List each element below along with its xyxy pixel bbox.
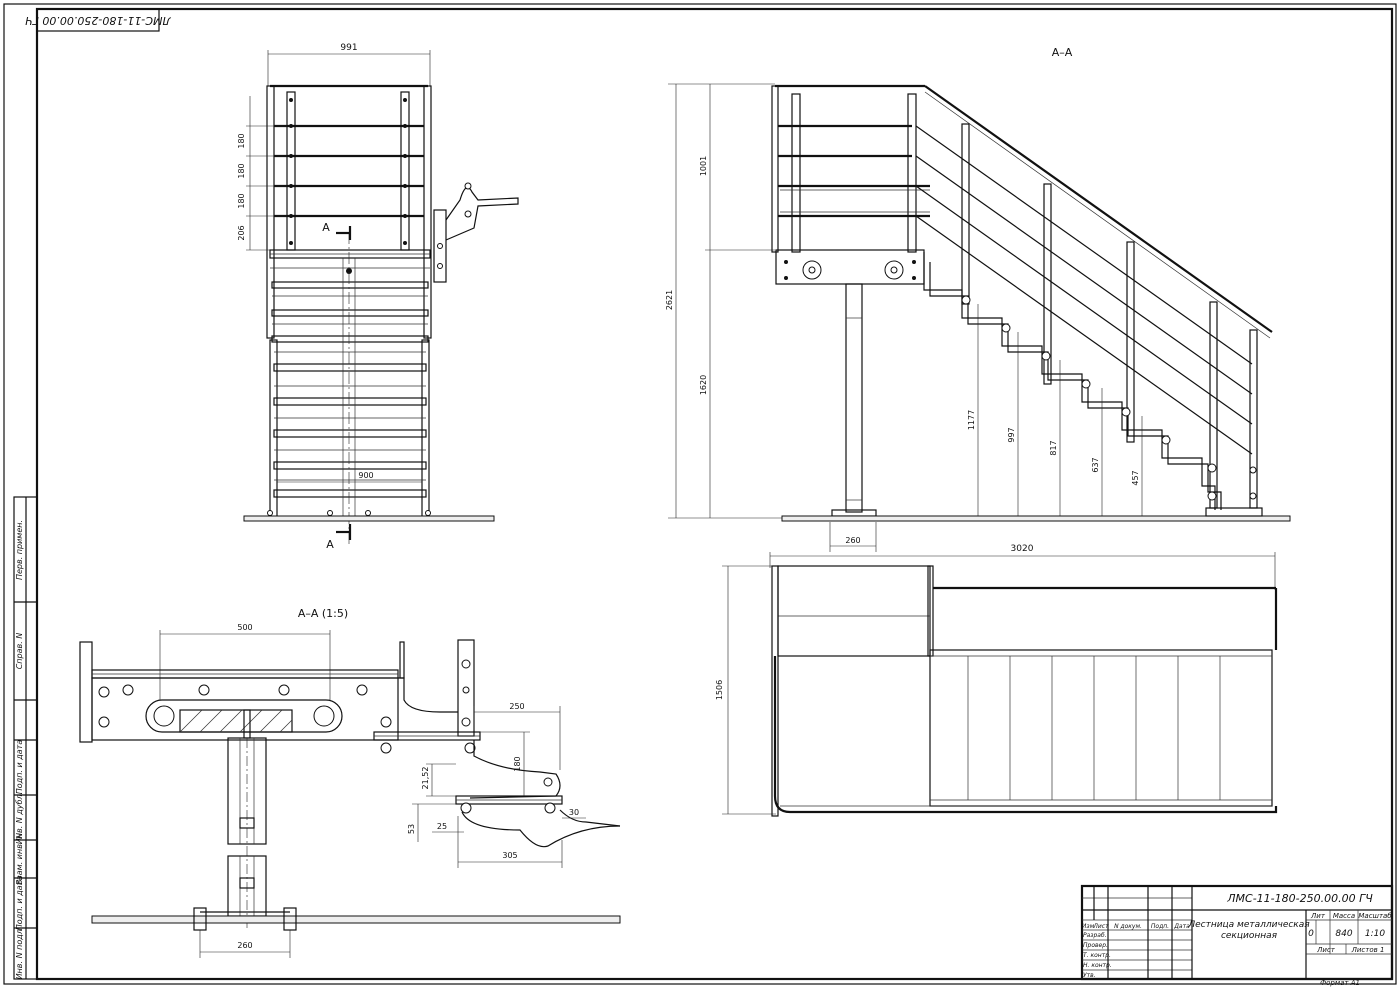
section-mark-bottom: А	[326, 538, 334, 551]
label-sheets: Листов 1	[1351, 946, 1385, 954]
strip-label: Инв. N подл.	[15, 927, 24, 980]
section-mark-top: А	[322, 221, 330, 234]
title-name-line1: Лестница металлическая	[1187, 920, 1310, 930]
dim-platform-height: 1620	[699, 375, 708, 395]
detail-section: А–А (1:5) 500	[79, 607, 621, 958]
side-strip: Перв. примен. Справ. N Подп. и дата Инв.…	[13, 496, 38, 980]
label-razrab: Разраб.	[1083, 932, 1107, 939]
label-tkontr: Т. контр.	[1083, 952, 1111, 959]
plan-view: 3020 1506	[715, 544, 1278, 817]
dim-rail-spacing: 206	[237, 225, 246, 240]
dim-detail-53: 53	[407, 824, 416, 834]
hdr-ndokum: N докум.	[1114, 923, 1142, 930]
dim-detail-500: 500	[237, 623, 252, 632]
value-mass: 840	[1335, 929, 1352, 939]
strip-label: Инв. N дубл.	[15, 792, 24, 844]
dim-detail-2152: 21,52	[421, 767, 430, 790]
dim-plan-width: 1506	[715, 680, 724, 700]
detail-title: А–А (1:5)	[298, 607, 348, 620]
title-block: ЛМС-11-180-250.00.00 ГЧ Лестница металли…	[1080, 884, 1394, 987]
dim-step-height: 457	[1131, 470, 1140, 485]
dim-rail-height: 1001	[699, 156, 708, 176]
front-view: 991 180 180 180 206	[237, 43, 519, 551]
label-lit: Лит	[1310, 912, 1326, 920]
strip-label: Перв. примен.	[15, 520, 24, 580]
front-treads-lower	[269, 339, 430, 519]
dim-detail-30: 30	[569, 808, 579, 817]
dim-step-height: 817	[1049, 440, 1058, 455]
dim-rail-spacing: 180	[237, 133, 246, 148]
front-treads-upper	[271, 281, 429, 343]
dim-detail-305: 305	[502, 851, 517, 860]
label-nkontr: Н. контр.	[1083, 962, 1112, 969]
strip-label: Взам. инв. N	[15, 833, 24, 885]
dim-front-width: 991	[340, 43, 357, 53]
dim-step-height: 637	[1091, 457, 1100, 472]
label-sheet: Лист	[1316, 946, 1336, 954]
title-designation: ЛМС-11-180-250.00.00 ГЧ	[1226, 892, 1373, 905]
side-view-title: А–А	[1052, 46, 1073, 59]
value-lit: 0	[1308, 929, 1314, 939]
hdr-izm: Изм	[1082, 923, 1095, 930]
dim-post-base: 260	[845, 536, 860, 545]
dim-step-height: 997	[1007, 427, 1016, 442]
label-mass: Масса	[1333, 912, 1355, 920]
value-scale: 1:10	[1365, 929, 1385, 939]
strip-label: Подп. и дата	[15, 740, 24, 795]
dim-total-height: 2621	[665, 290, 674, 310]
dim-plan-length: 3020	[1011, 544, 1034, 554]
dim-rail-spacing: 180	[237, 193, 246, 208]
strip-label: Справ. N	[15, 633, 24, 670]
label-scale: Масштаб	[1358, 912, 1392, 920]
hdr-data: Дата	[1173, 923, 1190, 930]
dim-detail-25: 25	[437, 822, 447, 831]
format-label: Формат А1	[1320, 979, 1360, 987]
sheet-frame	[3, 3, 1397, 985]
label-utv: Утв.	[1083, 972, 1096, 979]
top-stamp: ЛМС-11-180-250.00.00 ГЧ	[25, 8, 172, 32]
strip-label: Подп. и дата	[15, 876, 24, 931]
hdr-podp: Подп.	[1151, 923, 1169, 930]
dim-detail-180: 180	[513, 756, 522, 771]
dim-detail-260: 260	[237, 941, 252, 950]
hdr-list: Лист	[1092, 923, 1109, 930]
dim-step-height: 1177	[967, 410, 976, 430]
front-side-bracket	[433, 182, 519, 283]
side-view: А–А 2621 1001 1620	[665, 46, 1291, 552]
dim-detail-250: 250	[509, 702, 524, 711]
title-name-line2: секционная	[1221, 931, 1278, 941]
label-prover: Провер.	[1083, 942, 1108, 949]
dim-rail-spacing: 180	[237, 163, 246, 178]
dim-base-width: 900	[358, 471, 373, 480]
top-stamp-text: ЛМС-11-180-250.00.00 ГЧ	[25, 14, 172, 27]
